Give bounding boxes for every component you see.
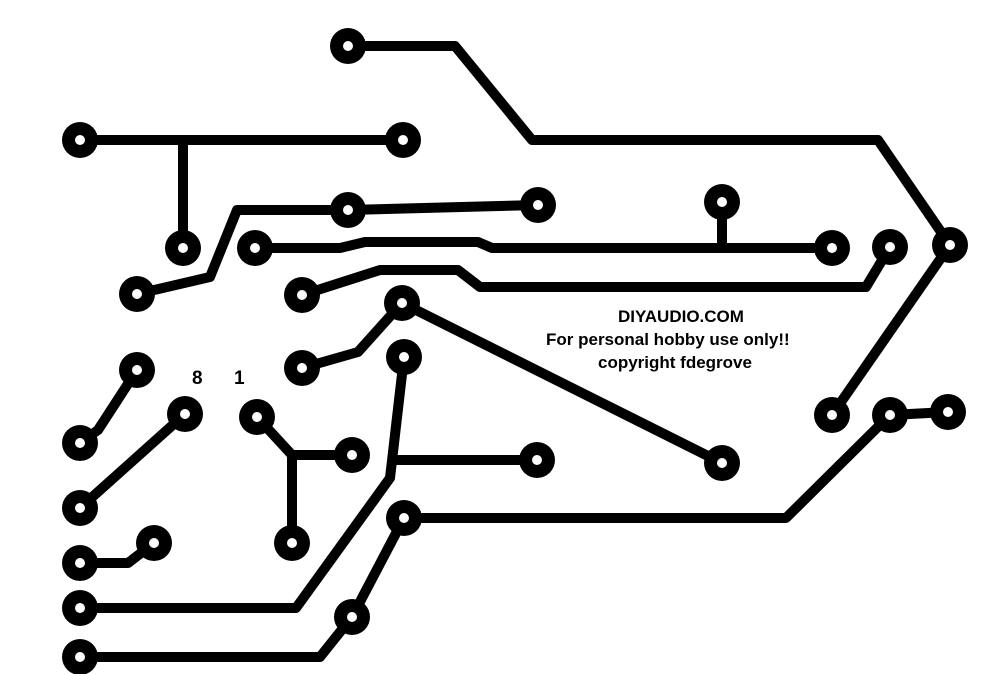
site-watermark: DIYAUDIO.COM [618,307,744,326]
drill-hole [717,197,727,207]
drill-hole [397,298,407,308]
drill-hole [149,538,159,548]
drill-hole [178,243,188,253]
copper-trace [297,242,895,300]
ic-pin-1-label: 1 [234,368,245,389]
ic-pin-8-label: 8 [192,368,203,389]
drill-hole [347,450,357,460]
drill-hole [287,538,297,548]
drill-hole [533,200,543,210]
drill-hole [75,503,85,513]
drill-hole [343,41,353,51]
copper-trace [132,200,543,299]
drill-hole [399,513,409,523]
copyright-notice: copyright fdegrove [598,353,752,372]
copper-trace [399,410,895,523]
copper-trace [252,412,297,548]
drill-hole [297,290,307,300]
drill-hole [343,205,353,215]
drill-hole [252,412,262,422]
drill-hole [75,438,85,448]
drill-hole [532,455,542,465]
drill-hole [250,243,260,253]
drill-hole [75,603,85,613]
drill-hole [347,612,357,622]
drill-hole [132,289,142,299]
drill-hole [399,352,409,362]
drill-hole [398,135,408,145]
drill-hole [827,410,837,420]
drill-hole [75,558,85,568]
drill-hole [132,365,142,375]
drill-hole [943,407,953,417]
copper-trace [343,41,955,250]
drill-hole [885,410,895,420]
copper-pads [62,28,968,674]
drill-hole [180,409,190,419]
drill-hole [945,240,955,250]
copper-trace [75,513,409,662]
drill-hole [297,363,307,373]
copper-traces [75,41,955,662]
copper-trace [827,240,955,420]
drill-hole [885,242,895,252]
drill-hole [75,652,85,662]
drill-hole [717,458,727,468]
usage-notice: For personal hobby use only!! [546,330,790,349]
drill-hole [827,243,837,253]
copper-trace [297,298,407,373]
drill-hole [75,135,85,145]
copper-trace [75,409,190,513]
copper-trace [397,298,727,468]
copper-trace [250,237,837,253]
copper-trace [75,352,409,613]
